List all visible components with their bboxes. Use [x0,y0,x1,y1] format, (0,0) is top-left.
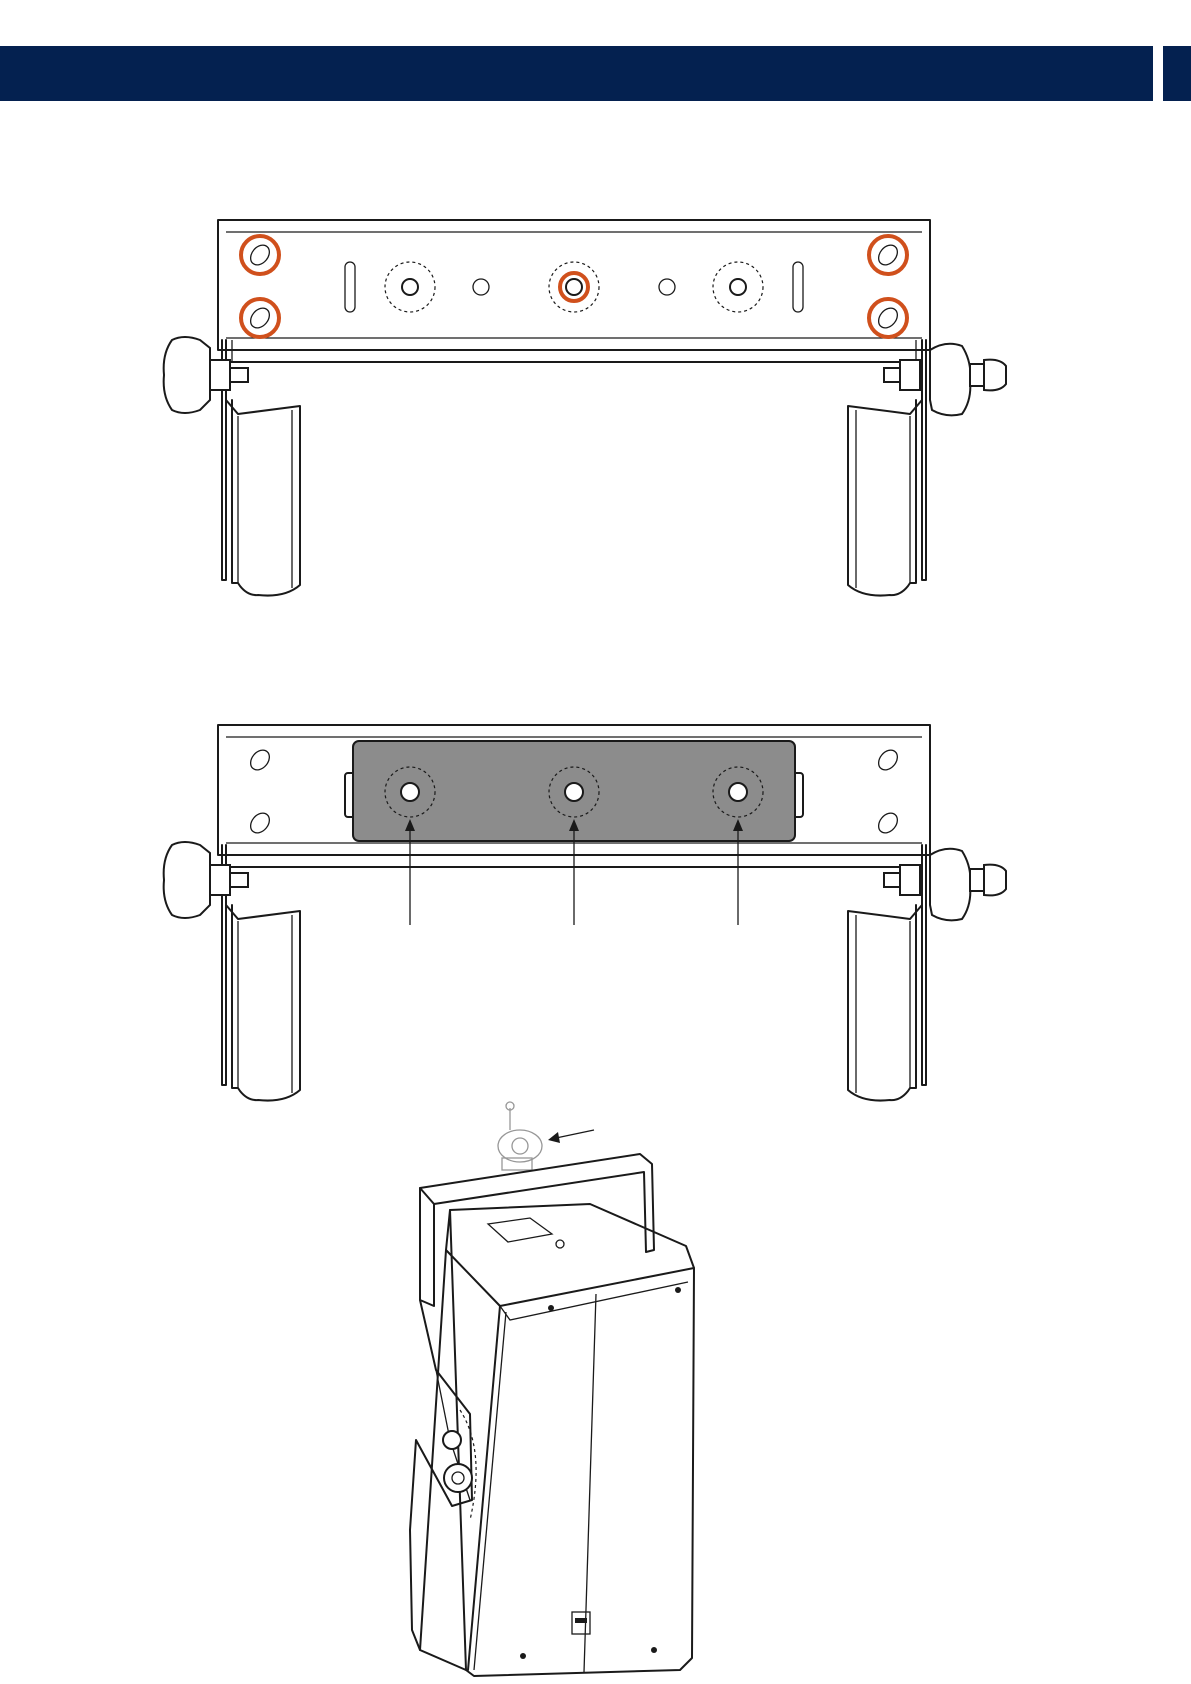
highlight-rings [241,236,907,337]
left-arm [164,337,300,596]
right-arm [848,845,1006,1101]
header-bar [0,46,1153,101]
bracket-diagram-plate [0,705,1191,1125]
highlight-ring [241,299,279,337]
bracket-arm [410,1300,476,1650]
bracket-bar [218,220,930,350]
speaker-drawing [0,1110,1191,1684]
highlight-ring [869,299,907,337]
bracket-drawing [0,200,1191,620]
left-knob [164,337,210,413]
left-arm [164,842,300,1101]
header-tab-marker [1163,46,1191,101]
highlight-ring [560,273,588,301]
highlight-ring [241,236,279,274]
clamp-icon [498,1102,542,1170]
arrow-head [548,1132,560,1143]
highlight-ring [869,236,907,274]
right-arm [848,340,1006,596]
right-knob [930,344,970,416]
speaker-mounted-diagram [0,1110,1191,1684]
bracket-drawing [0,705,1191,1125]
bracket-diagram-highlighted [0,200,1191,620]
